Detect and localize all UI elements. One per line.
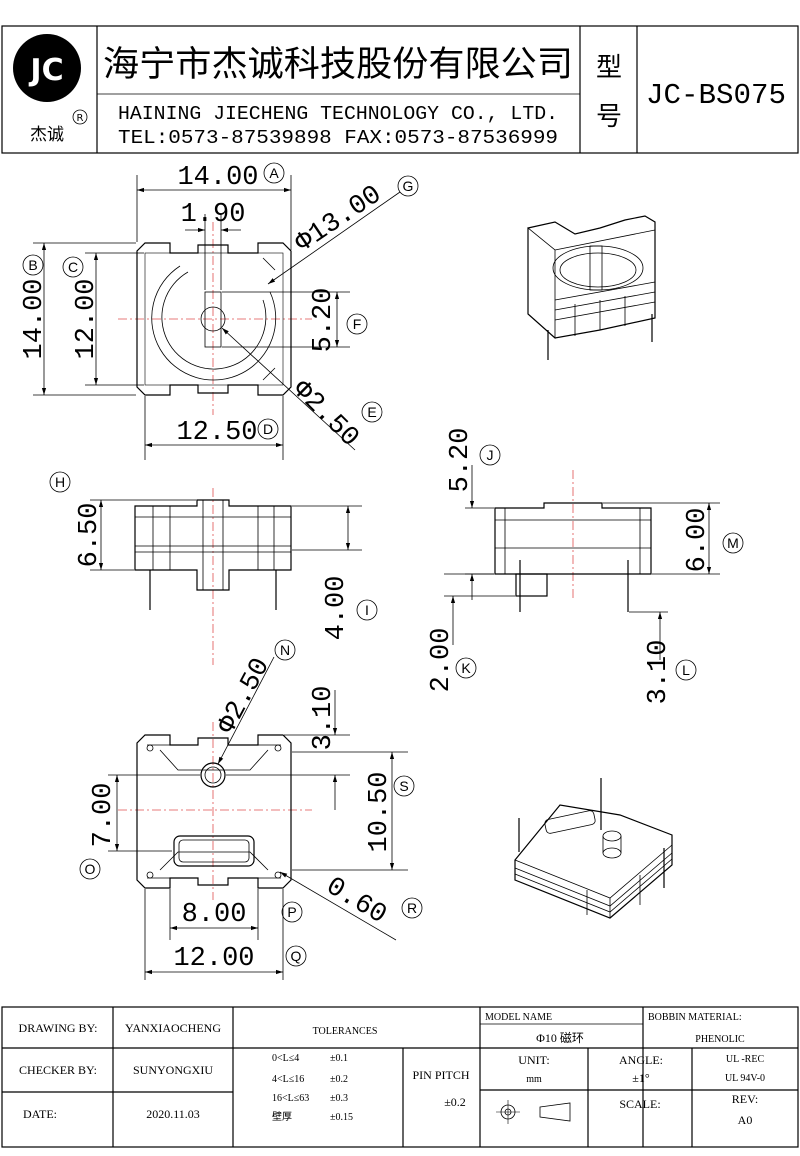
- model-name-value: Φ10 磁环: [536, 1030, 584, 1045]
- company-logo: JC 杰诚 R: [13, 34, 88, 145]
- pin-pitch-value: ±0.2: [444, 1095, 466, 1109]
- side-view: 5.20 J 6.00 M 2.00 K 3.10 L: [427, 428, 744, 705]
- dim-h-value: 6.50: [75, 503, 105, 568]
- front-view: 6.50 H 4.00 I: [49, 471, 378, 665]
- ul-rating: UL 94V-0: [725, 1073, 765, 1084]
- drawing-by-label: DRAWING BY:: [19, 1021, 98, 1035]
- dim-l-value: 3.10: [644, 640, 674, 705]
- dim-m-value: 6.00: [683, 508, 713, 573]
- angle-value: ±1°: [632, 1071, 650, 1085]
- model-label-bottom: 号: [596, 102, 622, 132]
- company-name-en: HAINING JIECHENG TECHNOLOGY CO., LTD.: [118, 103, 558, 125]
- dim-c-marker: C: [68, 259, 78, 275]
- logo-text: JC: [28, 53, 63, 88]
- dim-h-marker: H: [55, 474, 65, 490]
- unit-value: mm: [526, 1074, 542, 1085]
- dim-i-marker: I: [365, 602, 369, 618]
- top-view: 14.00 A 1.90 14.00 B 12.00 C 12.50 D Φ13…: [20, 162, 419, 460]
- dim-g-value: Φ13.00: [290, 180, 387, 259]
- rev-label: REV:: [732, 1092, 758, 1106]
- rev-value: A0: [738, 1113, 753, 1127]
- tolerances-label: TOLERANCES: [313, 1026, 378, 1037]
- ul-rec: UL -REC: [726, 1054, 765, 1065]
- model-label-top: 型: [596, 53, 622, 83]
- bottom-view: Φ2.50 N 3.10 10.50 S 7.00 O 8.00 P 0.60: [79, 639, 423, 980]
- dim-d-marker: D: [263, 421, 273, 437]
- dim-p-value: 8.00: [182, 900, 247, 930]
- dim-c-value: 12.00: [72, 278, 102, 359]
- dim-m-marker: M: [727, 535, 739, 551]
- isometric-view-bottom: [514, 778, 673, 919]
- dim-i-value: 4.00: [322, 576, 352, 641]
- tol-4-range: 壁厚: [272, 1110, 292, 1123]
- dim-a-marker: A: [269, 165, 279, 181]
- dim-q-value: 12.00: [173, 944, 254, 974]
- isometric-view-top: [527, 215, 656, 360]
- model-number: JC-BS075: [646, 79, 786, 112]
- material-value: PHENOLIC: [695, 1034, 745, 1045]
- dim-f-value: 5.20: [309, 288, 339, 353]
- checker-by-label: CHECKER BY:: [19, 1063, 97, 1077]
- tol-3-value: ±0.3: [330, 1093, 348, 1104]
- dim-s-top-value: 3.10: [309, 686, 339, 751]
- dim-s-value: 10.50: [365, 771, 395, 852]
- dim-d-value: 12.50: [176, 418, 257, 448]
- material-label: BOBBIN MATERIAL:: [648, 1012, 742, 1023]
- company-name-cn: 海宁市杰诚科技股份有限公司: [103, 45, 573, 85]
- dim-o-value: 7.00: [89, 783, 119, 848]
- dim-j-value: 5.20: [446, 428, 476, 493]
- dim-b-value: 14.00: [20, 278, 50, 359]
- projection-symbol-icon: [496, 1100, 571, 1124]
- company-contact: TEL:0573-87539898 FAX:0573-87536999: [118, 127, 558, 149]
- dim-s-marker: S: [399, 778, 408, 794]
- dim-b-marker: B: [28, 257, 37, 273]
- dim-r-value: 0.60: [320, 872, 391, 931]
- dim-f-marker: F: [353, 316, 362, 332]
- pin-pitch-label: PIN PITCH: [412, 1068, 469, 1082]
- unit-label: UNIT:: [518, 1053, 549, 1067]
- dim-o-marker: O: [85, 861, 96, 877]
- drawing-by-value: YANXIAOCHENG: [125, 1021, 221, 1035]
- model-name-label: MODEL NAME: [485, 1012, 552, 1023]
- tol-2-range: 4<L≤16: [272, 1074, 304, 1085]
- dim-n-marker: N: [280, 642, 290, 658]
- registered-mark: R: [77, 113, 84, 124]
- dim-e-value: Φ2.50: [286, 375, 364, 453]
- title-block-footer: DRAWING BY: YANXIAOCHENG CHECKER BY: SUN…: [1, 1006, 799, 1148]
- dim-e-marker: E: [367, 404, 376, 420]
- date-value: 2020.11.03: [146, 1107, 200, 1121]
- logo-subtitle: 杰诚: [30, 125, 64, 145]
- dim-p-marker: P: [287, 904, 296, 920]
- dim-g-marker: G: [403, 178, 414, 194]
- dim-q-marker: Q: [291, 948, 302, 964]
- title-block-header: JC 杰诚 R 海宁市杰诚科技股份有限公司 HAINING JIECHENG T…: [1, 25, 799, 154]
- tol-1-value: ±0.1: [330, 1053, 348, 1064]
- scale-label: SCALE:: [619, 1097, 660, 1111]
- dim-slot-value: 1.90: [181, 200, 246, 230]
- checker-by-value: SUNYONGXIU: [133, 1063, 213, 1077]
- dim-r-marker: R: [407, 900, 417, 916]
- tol-4-value: ±0.15: [330, 1112, 353, 1123]
- dim-l-marker: L: [682, 662, 690, 678]
- date-label: DATE:: [23, 1107, 57, 1121]
- dim-k-marker: K: [461, 660, 471, 676]
- dim-k-value: 2.00: [427, 628, 457, 693]
- dim-j-marker: J: [487, 447, 494, 463]
- angle-label: ANGLE:: [619, 1053, 663, 1067]
- dim-n-value: Φ2.50: [212, 654, 277, 740]
- tol-1-range: 0<L≤4: [272, 1053, 299, 1064]
- dim-a-value: 14.00: [177, 163, 258, 193]
- tol-2-value: ±0.2: [330, 1074, 348, 1085]
- tol-3-range: 16<L≤63: [272, 1093, 309, 1104]
